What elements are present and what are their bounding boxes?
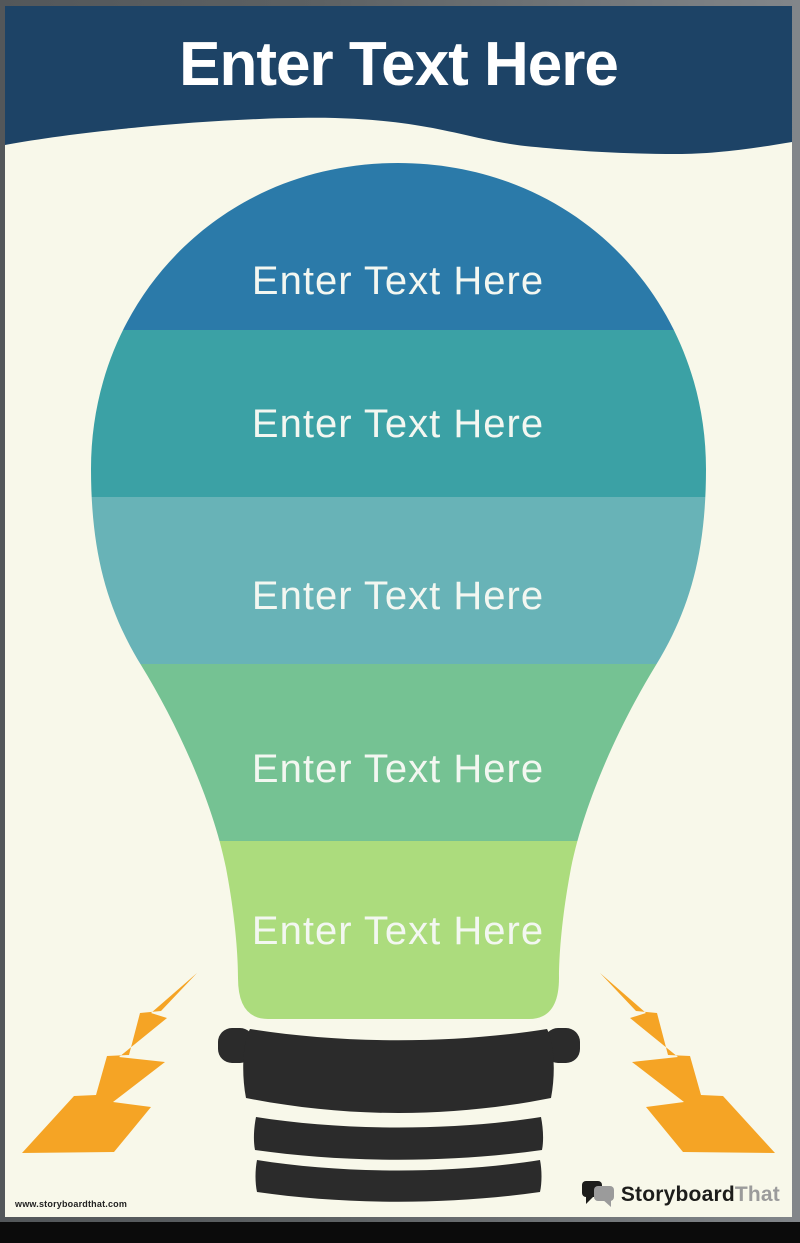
bulb-band-1-text[interactable]: Enter Text Here [252, 259, 544, 303]
bulb-band-2-text[interactable]: Enter Text Here [252, 402, 544, 446]
bulb-band-3[interactable] [65, 497, 735, 664]
speech-bubbles-icon [581, 1181, 614, 1207]
header-banner [5, 6, 792, 154]
website-url: www.storyboardthat.com [15, 1199, 128, 1209]
bulb-base-ring-2 [255, 1160, 542, 1202]
bulb-band-1[interactable] [65, 156, 735, 330]
brand-name-primary: Storyboard [620, 1182, 735, 1206]
brand-logo: StoryboardThat [581, 1181, 780, 1208]
bulb-band-3-text[interactable]: Enter Text Here [252, 574, 544, 618]
bulb-base-cap [243, 1029, 554, 1113]
lightning-bolt-right-icon [600, 973, 775, 1153]
brand-name-secondary: That [734, 1182, 780, 1206]
bulb-band-4-text[interactable]: Enter Text Here [252, 747, 544, 791]
poster: Enter Text Here Enter Text Here Enter Te… [5, 6, 792, 1217]
bottom-bar [0, 1222, 800, 1243]
page-title[interactable]: Enter Text Here [179, 30, 619, 99]
bulb-band-5-text[interactable]: Enter Text Here [252, 909, 544, 953]
header-wave-shape [5, 6, 792, 154]
bulb-band-2[interactable] [65, 330, 735, 497]
bulb-base-ring-1 [253, 1117, 544, 1160]
lightning-bolt-left-icon [22, 973, 197, 1153]
bulb-base [218, 1028, 580, 1202]
